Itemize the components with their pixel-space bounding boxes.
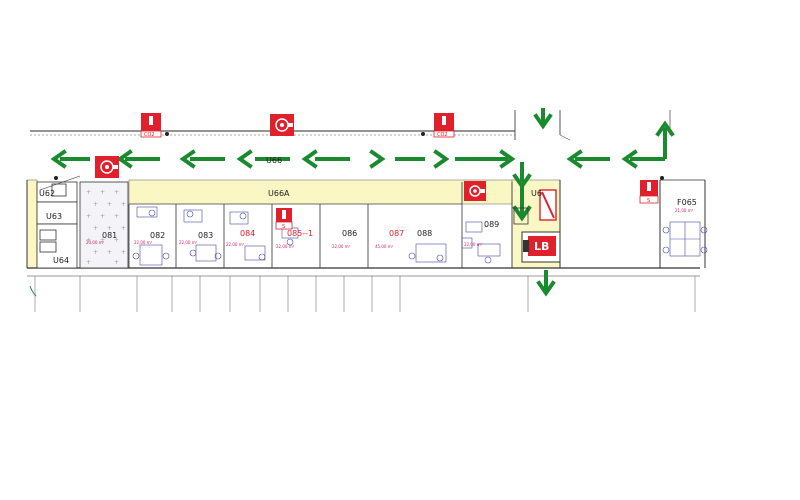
corridor-label-u66: U66 (266, 156, 282, 165)
svg-text:+: + (121, 201, 126, 208)
svg-text:+: + (86, 237, 91, 244)
area-label-085: 22,00 m² (276, 244, 295, 249)
room-label-089: 089 (484, 220, 499, 229)
fire-hose-reel-2 (95, 156, 119, 178)
escape-arrow-icon (621, 149, 638, 169)
room-label-u64: U64 (53, 256, 69, 265)
area-label-089: 22,00 m² (464, 242, 483, 247)
area-label-081: 20,00 m² (86, 240, 105, 245)
room-label-087: 087 (389, 229, 404, 238)
fire-extinguisher-4: S (639, 180, 659, 204)
fire-extinguisher-1: CO2 (140, 113, 162, 138)
area-label-087: 45,00 m² (375, 244, 394, 249)
svg-text:+: + (114, 213, 119, 220)
escape-arrow-icon (116, 149, 133, 169)
svg-text:+: + (100, 213, 105, 220)
svg-text:+: + (100, 237, 105, 244)
room-strip-walls (26, 179, 706, 277)
area-label-084: 22,00 m² (226, 242, 245, 247)
room-label-084: 084 (240, 229, 255, 238)
svg-text:+: + (107, 201, 112, 208)
svg-text:+: + (100, 189, 105, 196)
room-label-085: 085--1 (287, 229, 313, 238)
svg-text:+: + (107, 225, 112, 232)
room-label-086: 086 (342, 229, 357, 238)
escape-route (60, 108, 667, 290)
office-partitions (128, 182, 513, 268)
room-081-floor: +++ +++ +++ +++ +++ +++ ++ (79, 181, 129, 269)
co2-label: CO2 (144, 132, 155, 138)
fire-hose-reel-3 (464, 181, 486, 201)
escape-arrow-icon (655, 120, 675, 137)
room-label-088: 088 (417, 229, 432, 238)
escape-arrow-icon (236, 149, 253, 169)
svg-text:+: + (86, 189, 91, 196)
svg-text:+: + (121, 225, 126, 232)
fire-alarm-box-icon (513, 189, 557, 225)
room-label-u63: U63 (46, 212, 62, 221)
corridor-label-u66a: U66A (268, 189, 290, 198)
area-label-083: 22,00 m² (179, 240, 198, 245)
escape-arrow-icon (50, 149, 67, 169)
room-label-081: 081 (102, 231, 117, 240)
upper-wall (30, 110, 671, 141)
escape-arrow-icon (301, 149, 318, 169)
escape-arrow-icon (533, 113, 553, 130)
escape-arrow-icon (179, 149, 196, 169)
area-label-082: 22,00 m² (134, 240, 153, 245)
room-label-082: 082 (150, 231, 165, 240)
area-label-f065: 21,00 m² (675, 208, 694, 213)
s-label: S (647, 198, 650, 204)
s-label: S (282, 224, 285, 230)
escape-arrow-icon (433, 149, 450, 169)
svg-text:+: + (86, 259, 91, 266)
office-furniture (132, 206, 708, 266)
co2-label: CO2 (437, 132, 448, 138)
svg-text:+: + (121, 249, 126, 256)
escape-arrow-icon (512, 173, 532, 190)
lb-label: LB (534, 240, 549, 253)
svg-text:+: + (114, 189, 119, 196)
svg-text:+: + (86, 213, 91, 220)
svg-text:+: + (114, 237, 119, 244)
escape-arrow-icon (512, 205, 532, 222)
alarm-markers (54, 132, 664, 180)
area-label-086: 22,00 m² (332, 244, 351, 249)
svg-text:+: + (114, 259, 119, 266)
escape-arrow-icon (536, 280, 556, 297)
fire-extinguisher-3: S (275, 208, 293, 230)
escape-arrow-icon (369, 149, 386, 169)
room-label-f065: F065 (677, 198, 697, 207)
door-swings (29, 175, 81, 297)
svg-text:+: + (93, 201, 98, 208)
room-label-083: 083 (198, 231, 213, 240)
svg-text:+: + (93, 249, 98, 256)
service-block (36, 181, 78, 269)
svg-text:+: + (107, 249, 112, 256)
lb-box: LB (521, 231, 561, 263)
escape-arrow-heads (50, 113, 675, 297)
svg-text:+: + (93, 225, 98, 232)
escape-arrow-icon (499, 149, 516, 169)
fire-hose-reel-1 (270, 114, 294, 136)
room-label-u62: U62 (39, 189, 55, 198)
room-label-u6: U6 (531, 189, 542, 198)
escape-arrow-icon (566, 149, 583, 169)
fire-extinguisher-2: CO2 (433, 113, 455, 138)
lower-rooms (34, 276, 696, 312)
